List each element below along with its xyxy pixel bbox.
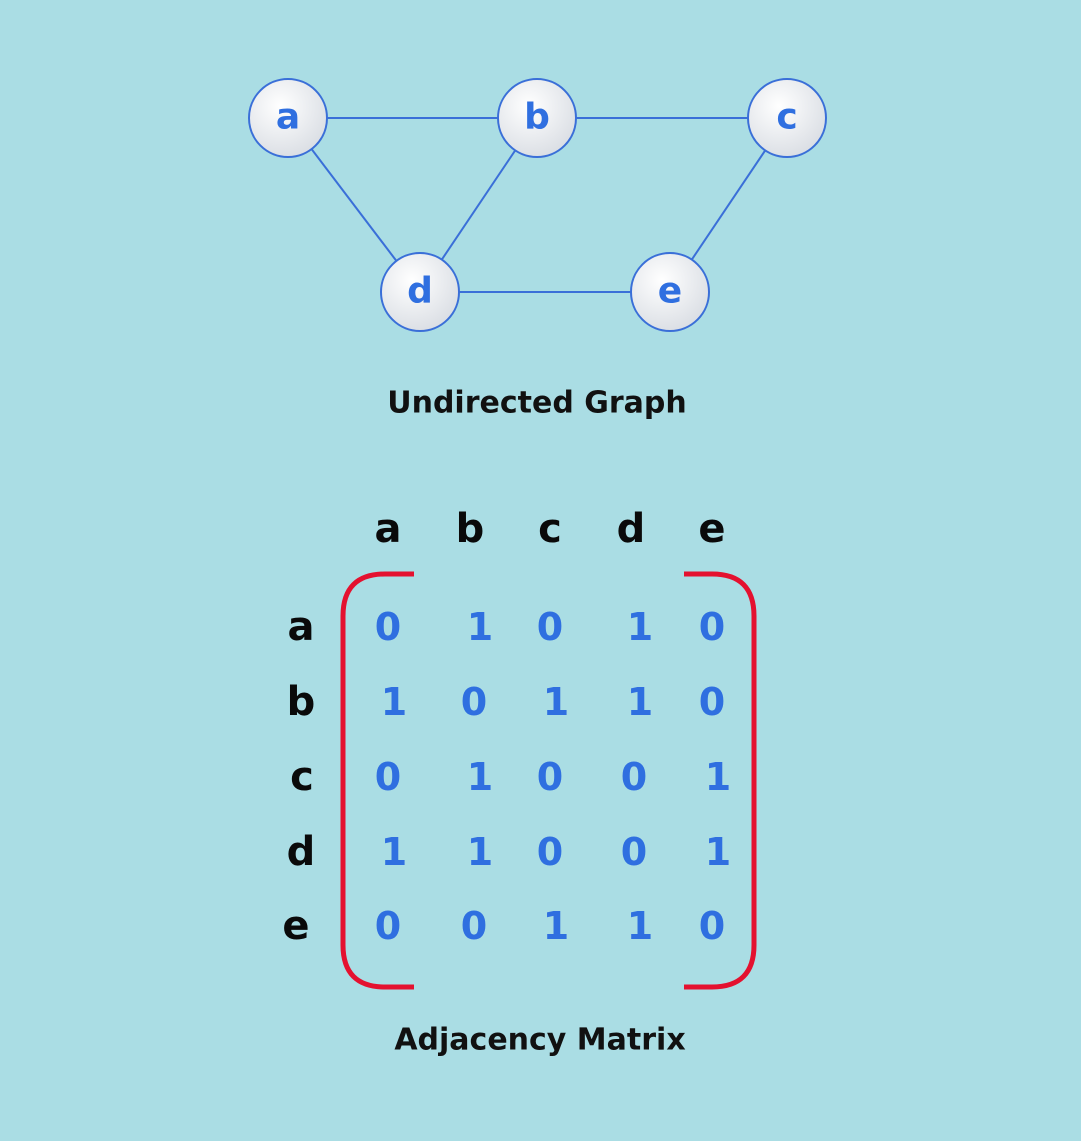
matrix-cell-e-d: 1: [627, 904, 653, 948]
node-circle: [747, 78, 827, 158]
matrix-cell-c-d: 0: [621, 755, 647, 799]
matrix-cell-d-e: 1: [705, 830, 731, 874]
matrix-cell-b-b: 0: [461, 680, 487, 724]
column-header-a: a: [375, 506, 402, 552]
matrix-cell-b-d: 1: [627, 680, 653, 724]
row-header-b: b: [287, 679, 316, 725]
node-label: e: [658, 271, 682, 312]
matrix-cell-a-b: 1: [467, 605, 493, 649]
matrix-cell-c-a: 0: [375, 755, 401, 799]
matrix-brackets: [340, 571, 757, 990]
left-bracket: [340, 571, 414, 990]
column-header-c: c: [538, 506, 562, 552]
node-label: c: [776, 97, 797, 138]
node-label: d: [407, 271, 433, 312]
graph-nodes: a b c d e: [248, 78, 827, 332]
matrix-column-headers: a b c d e: [375, 506, 726, 552]
matrix-cell-e-b: 0: [461, 904, 487, 948]
matrix-cell-e-a: 0: [375, 904, 401, 948]
matrix-cell-c-b: 1: [467, 755, 493, 799]
node-circle: [248, 78, 328, 158]
matrix-cell-b-a: 1: [381, 680, 407, 724]
node-circle: [380, 252, 460, 332]
graph-node-e: e: [630, 252, 710, 332]
graph-node-d: d: [380, 252, 460, 332]
row-header-c: c: [290, 754, 314, 800]
matrix-cell-d-b: 1: [467, 830, 493, 874]
matrix-cell-a-a: 0: [375, 605, 401, 649]
matrix-cell-d-c: 0: [537, 830, 563, 874]
matrix-cell-c-c: 0: [537, 755, 563, 799]
graph-node-b: b: [497, 78, 577, 158]
graph-node-c: c: [747, 78, 827, 158]
matrix-cell-c-e: 1: [705, 755, 731, 799]
node-label: a: [276, 97, 300, 138]
node-circle: [497, 78, 577, 158]
matrix-cell-d-a: 1: [381, 830, 407, 874]
column-header-b: b: [456, 506, 485, 552]
matrix-cell-b-c: 1: [543, 680, 569, 724]
right-bracket: [684, 571, 757, 990]
matrix-cell-a-d: 1: [627, 605, 653, 649]
column-header-d: d: [617, 506, 646, 552]
row-header-d: d: [287, 829, 316, 875]
matrix-caption: Adjacency Matrix: [394, 1023, 685, 1058]
row-header-e: e: [282, 903, 309, 949]
matrix-cell-e-e: 0: [699, 904, 725, 948]
node-label: b: [524, 97, 550, 138]
matrix-cell-d-d: 0: [621, 830, 647, 874]
matrix-cell-a-e: 0: [699, 605, 725, 649]
column-header-e: e: [698, 506, 725, 552]
matrix-cell-a-c: 0: [537, 605, 563, 649]
graph-node-a: a: [248, 78, 328, 158]
graph-caption: Undirected Graph: [387, 386, 687, 421]
node-circle: [630, 252, 710, 332]
row-header-a: a: [288, 604, 315, 650]
matrix-cell-e-c: 1: [543, 904, 569, 948]
matrix-cell-b-e: 0: [699, 680, 725, 724]
